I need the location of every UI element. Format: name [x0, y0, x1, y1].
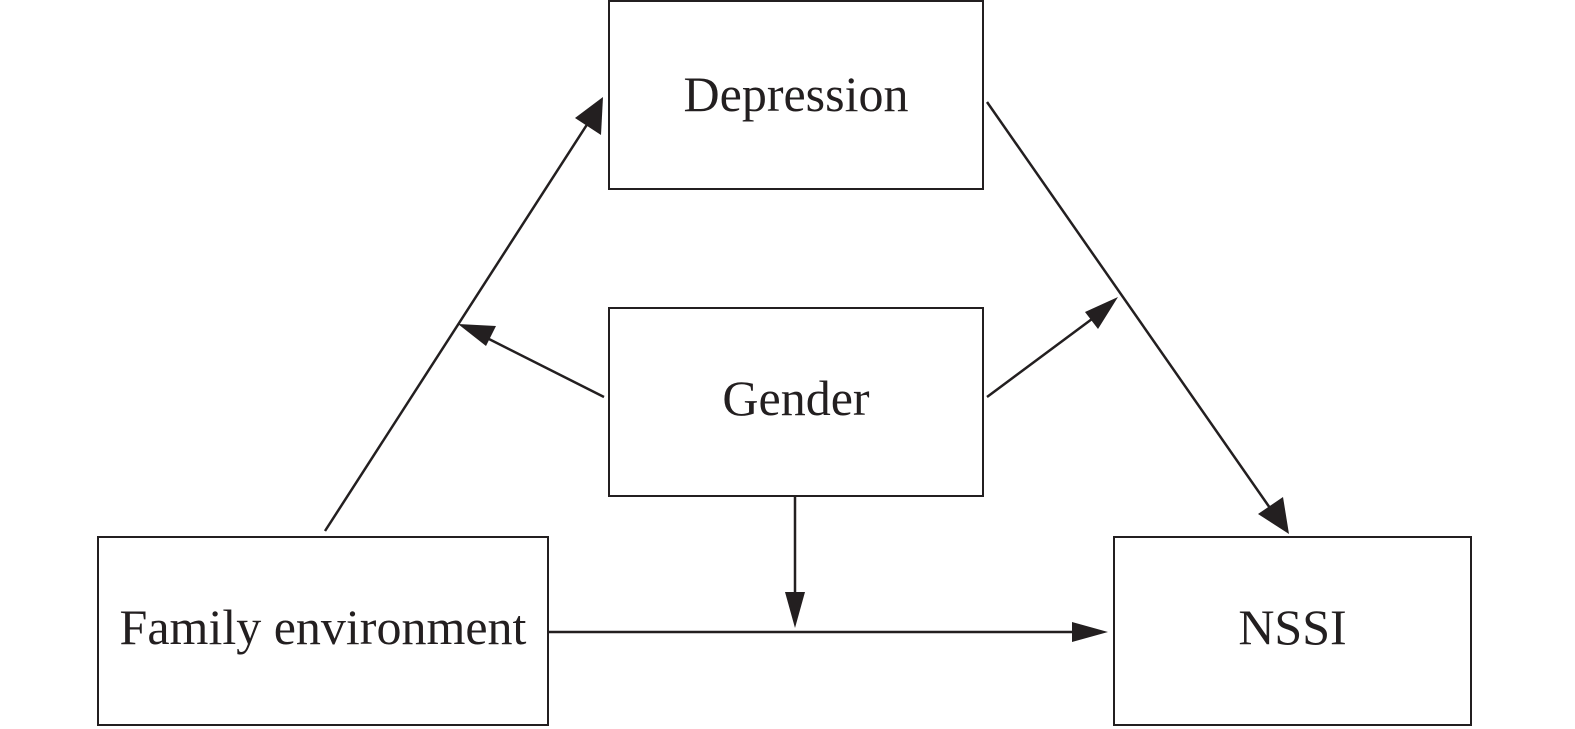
family-environment-label: Family environment [119, 599, 527, 655]
edge-gender-to-depression-nssi-path [986, 314, 1097, 399]
arrowhead-depression-to-nssi [1258, 497, 1289, 534]
edge-family-to-depression [323, 122, 590, 532]
gender-label: Gender [722, 370, 870, 426]
depression-label: Depression [683, 66, 909, 122]
arrowhead-gender-to-family-nssi-path [785, 592, 805, 628]
arrowhead-gender-to-depression-nssi-path [1085, 297, 1118, 329]
nssi-label: NSSI [1238, 599, 1347, 655]
arrowhead-family-to-depression [575, 97, 603, 135]
edge-depression-to-nssi [985, 101, 1272, 509]
arrowhead-family-to-nssi [1072, 622, 1108, 642]
family-environment-node: Family environment [97, 536, 549, 726]
arrowhead-gender-to-family-depression-path [458, 324, 496, 346]
depression-node: Depression [608, 0, 984, 190]
nssi-node: NSSI [1113, 536, 1472, 726]
gender-node: Gender [608, 307, 984, 497]
edge-gender-to-family-depression-path [484, 335, 605, 399]
